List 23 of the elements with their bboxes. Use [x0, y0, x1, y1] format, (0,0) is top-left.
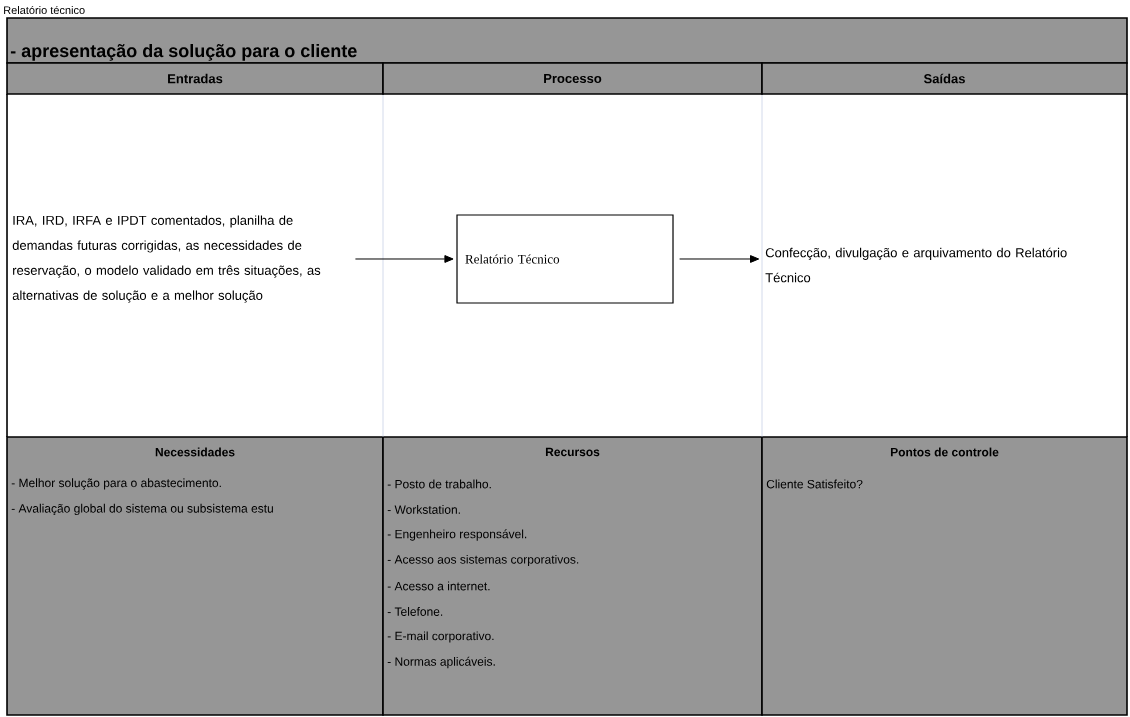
process-box: Relatório Técnico [456, 214, 674, 304]
list-item: Cliente Satisfeito? [766, 479, 863, 489]
page-label: Relatório técnico [4, 5, 85, 15]
list-item: - Normas aplicáveis. [387, 656, 495, 669]
column-header: Processo [382, 62, 763, 95]
arrow [679, 255, 760, 263]
panel-heading: Necessidades [155, 447, 235, 457]
column-header: Entradas [6, 62, 384, 95]
list-item: - E-mail corporativo. [387, 631, 494, 643]
list-item: - Acesso a internet. [387, 581, 490, 591]
list-item: - Acesso aos sistemas corporativos. [387, 554, 579, 567]
input-text: IRA, IRD, IRFA e IPDT comentados, planilha de demandas futuras corrigidas, as necessidades de reservação, o modelo validado em três situações, as alternativas de solução e a melhor solução [12, 215, 321, 303]
arrow [354, 255, 454, 263]
list-item: - Workstation. [387, 505, 460, 514]
list-item: - Melhor solução para o abastecimento. [11, 478, 221, 490]
output-text: Confecção, divulgação e arquivamento do Relatório Técnico [765, 247, 1067, 283]
list-item: - Telefone. [387, 607, 443, 616]
list-item: - Avaliação global do sistema ou subsistema estu [11, 503, 273, 516]
column-header: Saídas [761, 62, 1128, 95]
panel-heading: Pontos de controle [890, 447, 999, 457]
list-item: - Posto de trabalho. [387, 479, 491, 489]
panel-heading: Recursos [545, 447, 600, 457]
list-item: - Engenheiro responsável. [387, 529, 527, 541]
